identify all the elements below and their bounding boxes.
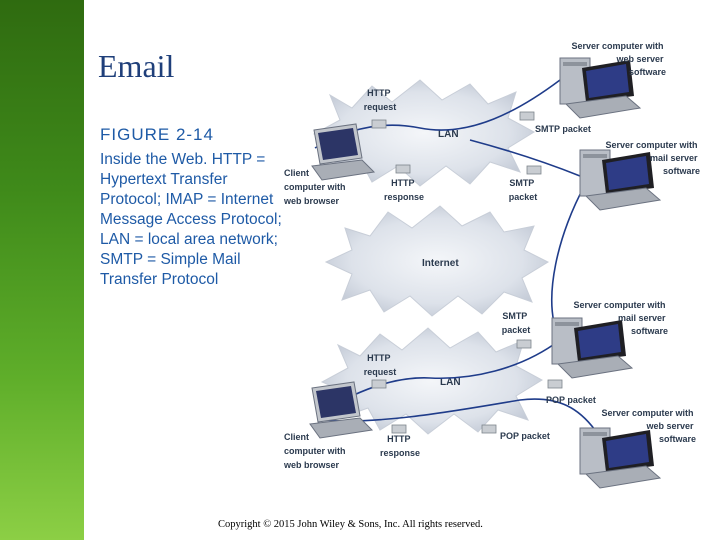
http-request-packet-bottom <box>371 379 387 389</box>
server-mail-bottom-label: Server computer with mail server softwar… <box>573 300 668 336</box>
pop-packet-2 <box>481 424 497 434</box>
smtp-packet-mid-label: SMTP packet <box>509 178 538 202</box>
smtp-packet-bottom <box>516 339 532 349</box>
server-web-top-label: Server computer with web server software <box>571 41 666 77</box>
pop-packet-2-label: POP packet <box>500 431 550 441</box>
mail-server-bottom-icon <box>551 317 634 379</box>
http-request-packet-top <box>371 119 387 129</box>
http-response-packet-top <box>395 164 411 174</box>
client-laptop-bottom-icon <box>309 381 374 439</box>
link-lan-mail-top <box>469 139 581 177</box>
figure-caption: Inside the Web. HTTP = Hypertext Transfe… <box>100 151 282 288</box>
client-top-label: Client computer with web browser <box>283 168 348 206</box>
green-sidebar <box>0 0 84 540</box>
lan-bottom-label: LAN <box>440 377 461 388</box>
internet-label: Internet <box>422 258 459 269</box>
smtp-packet-mid <box>526 165 542 175</box>
link-client-web-bottom <box>321 398 596 431</box>
http-response-top-label: HTTP response <box>384 178 424 202</box>
smtp-packet-bottom-label: SMTP packet <box>502 311 531 335</box>
http-response-bottom-label: HTTP response <box>380 434 420 458</box>
http-request-top-label: HTTP request <box>364 88 397 112</box>
smtp-packet-top <box>519 111 535 121</box>
client-bottom-label: Client computer with web browser <box>283 432 348 470</box>
pop-packet-1-label: POP packet <box>546 395 596 405</box>
lan-top-label: LAN <box>438 129 459 140</box>
mail-server-top-icon <box>579 149 662 211</box>
client-laptop-top-icon <box>311 123 376 181</box>
server-web-bottom-label: Server computer with web server software <box>601 408 696 444</box>
http-request-bottom-label: HTTP request <box>364 353 397 377</box>
web-server-bottom-icon <box>579 427 662 489</box>
server-mail-top-label: Server computer with mail server softwar… <box>605 140 700 176</box>
slide-title: Email <box>98 48 175 84</box>
link-mail-top-mail-bottom <box>551 184 586 341</box>
internet-cloud: Internet <box>324 205 550 317</box>
figure-label: FIGURE 2-14 <box>100 125 214 144</box>
copyright-notice: Copyright © 2015 John Wiley & Sons, Inc.… <box>218 519 483 530</box>
pop-packet-1 <box>547 379 563 389</box>
web-server-top-icon <box>559 57 642 119</box>
smtp-packet-top-label: SMTP packet <box>535 124 591 134</box>
http-response-packet-bottom <box>391 424 407 434</box>
